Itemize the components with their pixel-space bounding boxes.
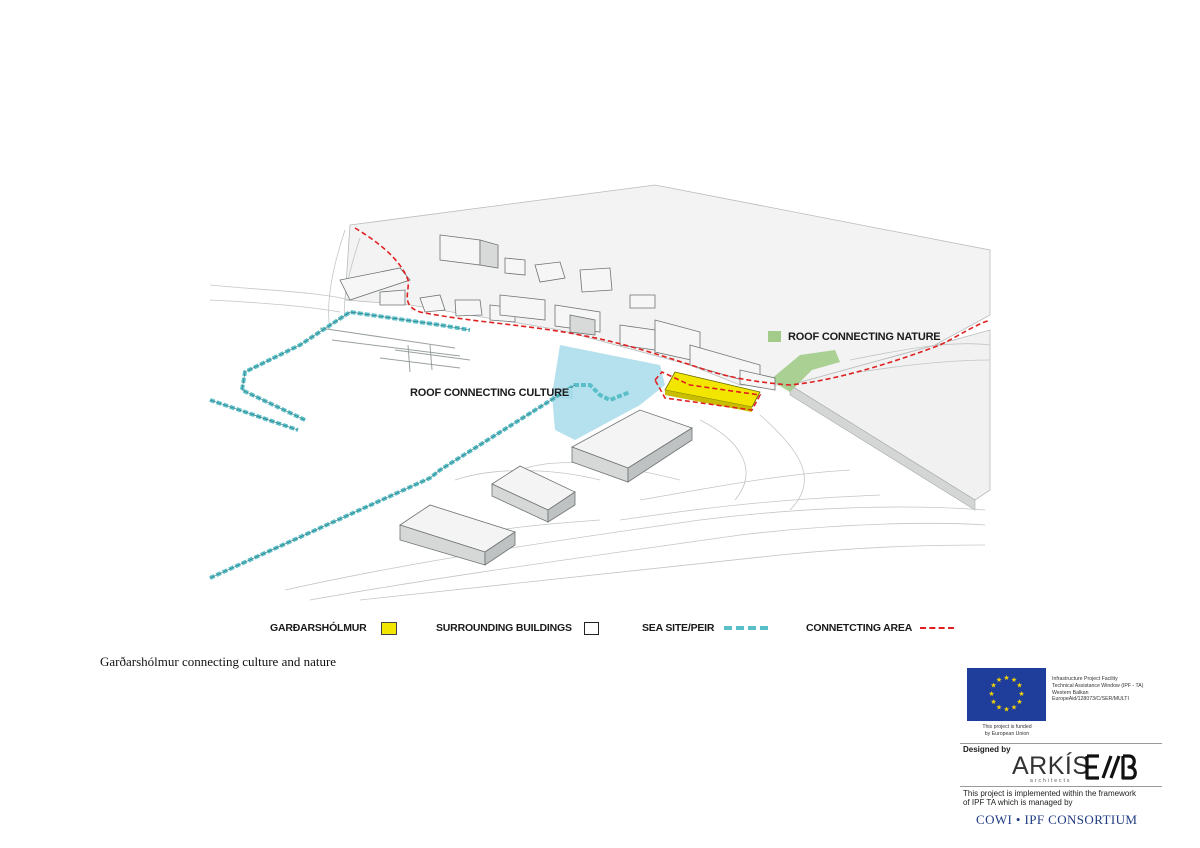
cowi-ipf-consortium-logo: COWI • IPF CONSORTIUM [976,812,1138,827]
svg-text:★: ★ [1011,676,1017,684]
implemented-text: This project is implemented within the f… [963,789,1136,807]
legend-label: GARĐARSHÓLMUR [270,622,367,634]
svg-text:★: ★ [996,676,1002,684]
yellow-square-icon [380,621,397,635]
dashed-cyan-line-icon [724,626,769,630]
legend-item-sea-site: SEA SITE/PEIR [642,620,769,636]
roof-connecting-culture-label: ROOF CONNECTING CULTURE [410,387,569,399]
legend-item-gardarsholmur: GARĐARSHÓLMUR [270,620,397,636]
svg-text:★: ★ [990,682,996,690]
legend-label: SEA SITE/PEIR [642,622,715,634]
roof-nature-area [770,350,840,392]
svg-text:★: ★ [1003,674,1009,682]
roof-culture-marker [560,388,573,399]
white-square-icon [583,621,599,635]
roof-culture-area [552,345,665,440]
dashed-red-line-icon [920,627,955,629]
eu-funded-text: This project is funded by European Union [982,724,1032,737]
svg-text:★: ★ [1016,698,1022,706]
footer-divider [960,743,1162,744]
gardarsholmur-building-side [665,390,752,412]
svg-text:★: ★ [1011,704,1017,712]
surrounding-buildings-lower [399,409,693,566]
legend-item-connecting-area: CONNETCTING AREA [806,620,955,636]
figure-caption: Garðarshólmur connecting culture and nat… [100,654,337,669]
ipf-info: Infrastructure Project Facility Technica… [1052,676,1144,703]
surrounding-buildings-upper [339,234,776,391]
pier-fingers [319,327,471,373]
footer-divider-2 [960,786,1162,787]
svg-text:★: ★ [988,690,994,698]
arkis-logo: ARKÍS [1012,752,1090,780]
partner-logo-icon [1085,754,1137,780]
legend-label: SURROUNDING BUILDINGS [436,622,572,634]
designed-by-label: Designed by [963,745,1011,754]
svg-text:★: ★ [990,698,996,706]
roof-nature-marker [768,331,781,342]
legend-item-surrounding-buildings: SURROUNDING BUILDINGS [436,620,599,636]
eu-stars-icon: ★★★ ★★★ ★★★ ★★★ [988,674,1024,714]
roof-connecting-nature-label: ROOF CONNECTING NATURE [788,331,941,343]
svg-text:★: ★ [1003,706,1009,714]
svg-text:★: ★ [1016,682,1022,690]
eu-flag: ★★★ ★★★ ★★★ ★★★ [967,668,1046,721]
svg-text:★: ★ [1018,690,1024,698]
arkis-subtitle: architects [1030,778,1072,784]
svg-text:★: ★ [996,704,1002,712]
connecting-area-line [354,227,991,411]
legend-label: CONNETCTING AREA [806,622,913,634]
